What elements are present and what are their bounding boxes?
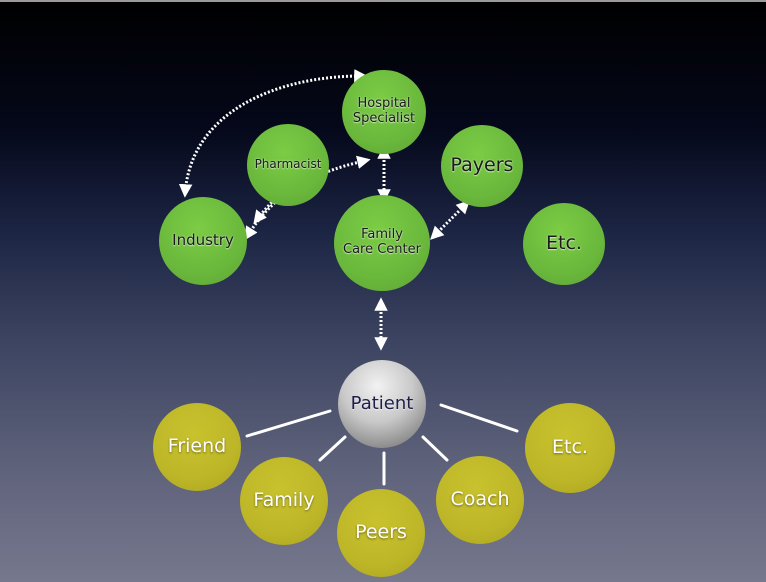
node-etc-top-label: Etc.: [546, 232, 582, 255]
node-pharmacist-label: Pharmacist: [254, 157, 322, 172]
node-pharmacist: Pharmacist: [247, 124, 329, 206]
link-patient-coach: [421, 435, 449, 462]
node-family-care-center-label: Family Care Center: [343, 227, 421, 257]
node-patient-label: Patient: [350, 392, 414, 414]
node-payers-label: Payers: [450, 154, 514, 177]
link-familycare-payers: [430, 200, 470, 240]
node-patient: Patient: [338, 360, 426, 448]
node-industry: Industry: [159, 197, 247, 285]
node-industry-label: Industry: [172, 231, 234, 250]
node-peers-label: Peers: [355, 521, 407, 544]
node-peers: Peers: [337, 489, 425, 577]
node-family-label: Family: [253, 489, 315, 512]
link-patient-friend: [245, 409, 332, 438]
node-family: Family: [240, 457, 328, 545]
node-friend: Friend: [153, 403, 241, 491]
node-etc-bottom: Etc.: [525, 403, 615, 493]
node-hospital-specialist: Hospital Specialist: [342, 70, 426, 154]
node-coach-label: Coach: [450, 488, 510, 511]
node-coach: Coach: [436, 456, 524, 544]
node-friend-label: Friend: [167, 435, 227, 458]
node-etc-top: Etc.: [523, 203, 605, 285]
node-hospital-specialist-label: Hospital Specialist: [352, 96, 416, 126]
node-family-care-center: Family Care Center: [334, 195, 430, 291]
link-patient-etc: [439, 403, 519, 433]
node-payers: Payers: [441, 125, 523, 207]
top-border: [0, 0, 766, 2]
link-patient-family: [318, 435, 347, 462]
node-etc-bottom-label: Etc.: [552, 436, 588, 459]
